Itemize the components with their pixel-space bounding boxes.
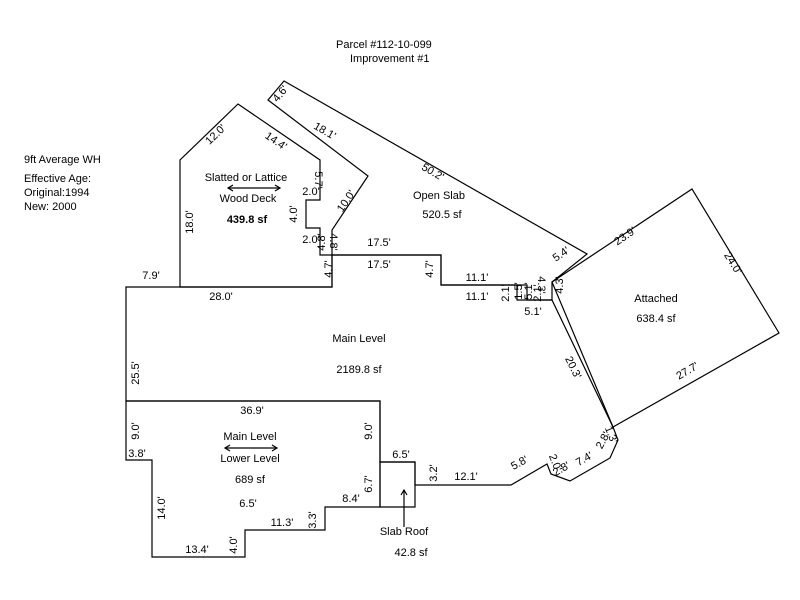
slab-roof-outline [379, 461, 416, 508]
area-value: 439.8 sf [227, 214, 268, 226]
dimension-label: 6.7' [363, 475, 375, 492]
area-label: Open Slab [413, 190, 465, 202]
improvement-number: Improvement #1 [350, 53, 430, 65]
wood-deck-arrow-right-head [274, 184, 282, 192]
area-label: Wood Deck [220, 193, 277, 205]
lower-level-arrow-left-head [223, 444, 231, 452]
dimension-label: 3.8' [128, 448, 145, 460]
dimension-label: 8.4' [342, 493, 359, 505]
dimension-label: 4.7' [323, 260, 335, 277]
dimension-label: 4.0' [288, 205, 300, 222]
dimension-label: 1.5' [513, 282, 525, 299]
effective-age-label: Effective Age: [24, 173, 92, 185]
dimension-label: 7.9' [142, 270, 159, 282]
area-value: 2189.8 sf [336, 364, 382, 376]
area-value: 689 sf [235, 474, 266, 486]
dimension-label: 4.3' [554, 276, 566, 293]
dimension-label: 28.0' [209, 291, 233, 303]
dimension-label: 4.8' [327, 233, 339, 250]
dimension-label: 23.9' [612, 225, 638, 248]
dimension-label: 11.1' [466, 272, 489, 284]
info-block: 9ft Average WH Effective Age: Original:1… [24, 153, 101, 214]
dimension-label: 18.1' [311, 120, 337, 142]
slab-roof-arrow-head [400, 488, 408, 496]
open-slab-outline [267, 80, 589, 301]
area-value: 520.5 sf [422, 209, 462, 221]
dimension-label: 5.1' [524, 306, 541, 318]
dimension-label: 12.1' [454, 471, 478, 483]
area-label: Attached [634, 293, 677, 305]
dimension-label: 2.0' [302, 186, 319, 198]
dimension-label: 4.8' [316, 233, 328, 250]
dimension-label: 7.4' [574, 450, 595, 469]
new-year: New: 2000 [24, 201, 77, 213]
dimension-label: 2.1' [532, 284, 544, 301]
dimension-label: 9.0' [130, 422, 142, 439]
original-year: Original:1994 [24, 187, 90, 199]
area-label: Slab Roof [380, 526, 429, 538]
dimension-label: 4.3' [535, 276, 547, 293]
dimension-label: 4.6' [271, 84, 291, 105]
dimension-label: 11.3' [271, 517, 294, 529]
dimension-label: 36.9' [240, 405, 264, 417]
lower-level-arrow-right-head [271, 444, 279, 452]
dimension-label: 13.4' [185, 544, 209, 556]
area-value: 638.4 sf [636, 313, 676, 325]
dimension-label: 5.4' [551, 245, 572, 265]
dimension-label: 9.0' [363, 422, 375, 439]
dimension-label: 25.5' [130, 361, 142, 385]
dimension-label: 50.2' [419, 161, 445, 183]
area-label: Lower Level [220, 453, 279, 465]
dimension-label: 2.1' [500, 284, 512, 301]
dimension-label: 6.5' [392, 449, 409, 461]
dimension-label: 3.3' [307, 511, 319, 528]
wall-height-label: 9ft Average WH [24, 154, 101, 166]
area-label: Main Level [332, 333, 385, 345]
dimension-label: 5.8' [509, 454, 530, 473]
dimension-label: 10.0' [335, 188, 358, 214]
dimension-label: 12.0' [203, 122, 228, 147]
dimension-label: 14.0' [156, 496, 168, 520]
area-value: 42.8 sf [394, 547, 428, 559]
dimension-label: 17.5' [367, 259, 391, 271]
dimension-label: 3.2' [428, 464, 440, 481]
dimension-label: 6.5' [239, 498, 256, 510]
dimension-label: 5.7' [312, 171, 324, 188]
dimension-label: 14.4' [263, 130, 289, 153]
wood-deck-arrow-left-head [226, 184, 234, 192]
dimension-label: 4.0' [228, 536, 240, 553]
dimension-label: 24.0' [721, 250, 744, 276]
dimension-label: 5.1' [523, 282, 535, 299]
dimension-label: 4.7' [424, 260, 436, 277]
area-label: Main Level [223, 431, 276, 443]
attached-outline [551, 188, 780, 428]
dimension-label: 11.1' [466, 291, 489, 303]
parcel-number: Parcel #112-10-099 [336, 39, 432, 51]
dimension-label: 18.0' [184, 210, 196, 234]
dimension-label: 17.5' [367, 237, 391, 249]
dimension-label: 2.0' [302, 234, 319, 246]
area-label: Slatted or Lattice [205, 172, 288, 184]
